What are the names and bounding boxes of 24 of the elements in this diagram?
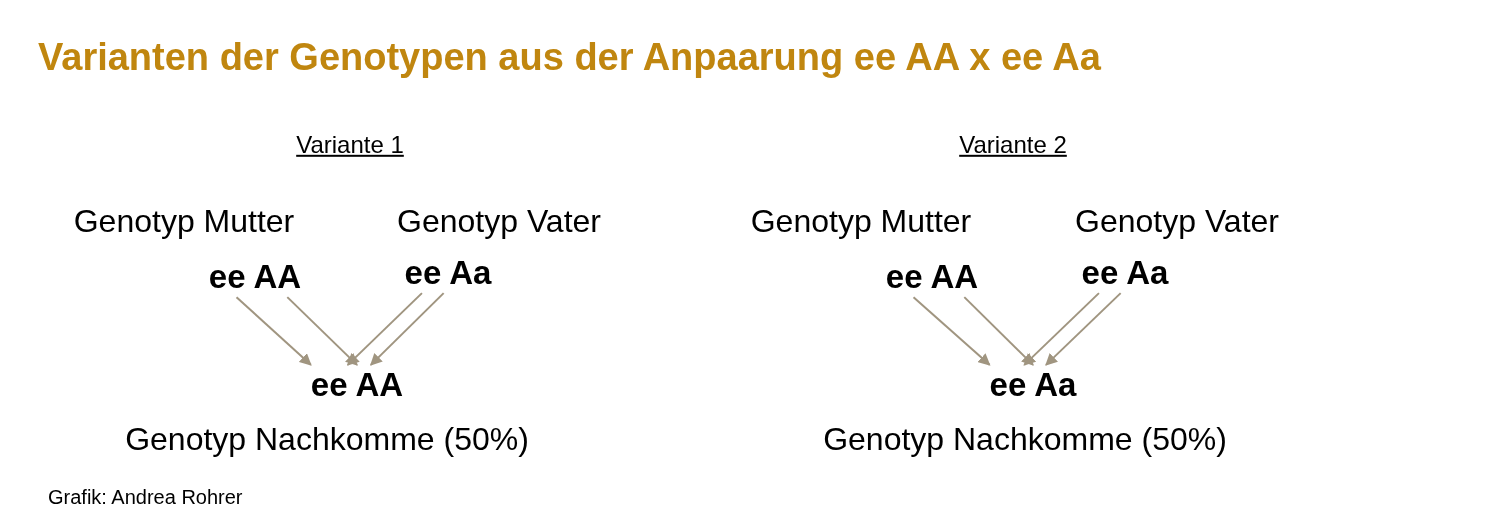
arrow (286, 296, 358, 366)
title: Varianten der Genotypen aus der Anpaarung ee AA x ee Aa (38, 37, 1101, 79)
role-label: Genotyp Vater (397, 204, 601, 240)
role-label: Genotyp Vater (1075, 204, 1279, 240)
genotype-text: ee AA (885, 258, 979, 296)
arrow (912, 296, 991, 366)
arrow (963, 296, 1034, 366)
genotype-text: ee AA (208, 258, 302, 296)
variant-heading: Variante 2 (959, 131, 1067, 159)
genotype-text: ee Aa (1081, 254, 1169, 292)
genotype-text: ee Aa (989, 366, 1077, 404)
role-label: Genotyp Mutter (73, 204, 295, 240)
credit-caption: Grafik: Andrea Rohrer (48, 486, 243, 508)
arrow (235, 296, 312, 366)
arrow (346, 292, 423, 366)
role-label: Genotyp Mutter (750, 204, 972, 240)
arrow (1045, 292, 1122, 366)
role-label: Genotyp Nachkomme (50%) (823, 422, 1227, 458)
genotype-text: ee AA (310, 366, 404, 404)
role-label: Genotyp Nachkomme (50%) (125, 422, 529, 458)
variant-heading: Variante 1 (296, 131, 404, 159)
arrow (1023, 292, 1100, 366)
genotype-text: ee Aa (404, 254, 492, 292)
arrow (369, 292, 445, 366)
